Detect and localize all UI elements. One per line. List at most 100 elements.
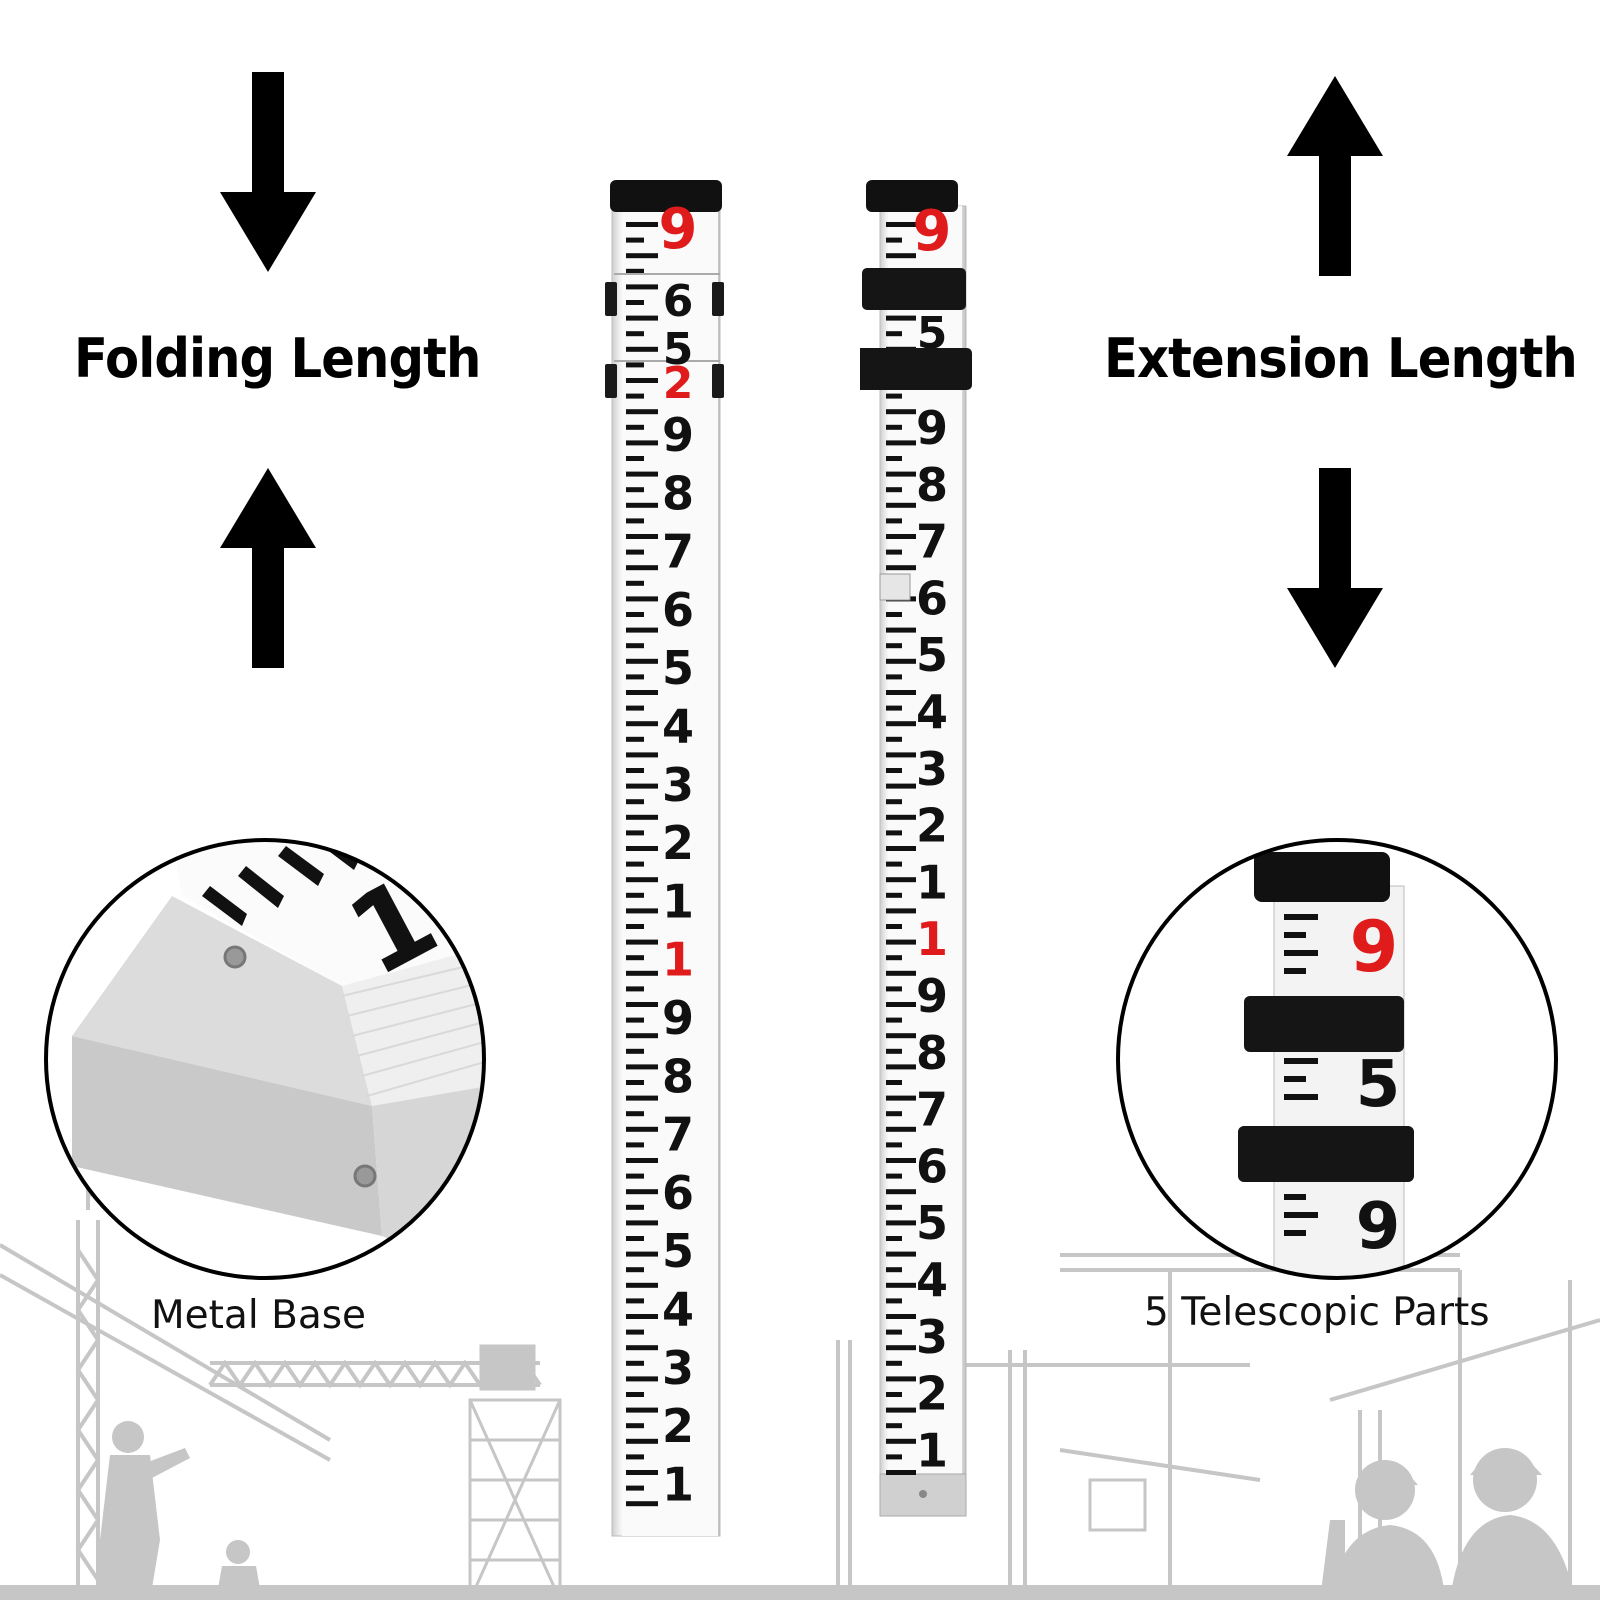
rod-tick	[626, 580, 644, 586]
rod-tick	[886, 1095, 916, 1101]
rod-tick	[626, 596, 658, 602]
rod-tick	[626, 565, 658, 571]
rod-digit: 6	[662, 583, 694, 637]
rod-tick	[626, 1064, 658, 1070]
rod-tick	[886, 424, 902, 430]
rod-tick	[886, 783, 916, 789]
rod-tick	[886, 705, 902, 711]
rod-tick	[626, 846, 658, 851]
rod-tick	[886, 1017, 902, 1023]
rod-tick	[626, 1345, 658, 1351]
rod-tick	[626, 1017, 644, 1023]
rod-tick	[886, 612, 902, 617]
rod-tick	[886, 222, 916, 227]
rod-tick	[626, 721, 658, 727]
rod-graduation-ticks	[626, 222, 658, 1507]
rod-tick	[886, 846, 916, 851]
rod-tick	[626, 892, 644, 898]
rod-tick	[626, 1048, 644, 1054]
rod-tick	[886, 1158, 916, 1163]
metal-cap-front	[72, 1036, 382, 1236]
rod-tick	[886, 1173, 902, 1179]
arrow-down-icon	[1287, 468, 1383, 668]
rod-tick	[886, 237, 902, 243]
rod-tick	[626, 1204, 644, 1210]
rod-tick	[886, 1329, 902, 1335]
rod-tick	[626, 1251, 658, 1257]
rod-tick	[886, 1376, 916, 1382]
rod-label-upper-3: 2	[663, 358, 694, 409]
telescopic-clamp	[1244, 996, 1404, 1052]
rod-digit: 4	[662, 1283, 694, 1337]
rod-label-upper-2: 5	[663, 324, 694, 375]
rod-tick	[626, 939, 658, 945]
rod-tick	[886, 658, 916, 664]
rod-digit: 1	[662, 933, 694, 987]
rod-tick	[886, 1360, 902, 1366]
rod-tick	[626, 1470, 658, 1475]
rod-tick	[886, 393, 902, 399]
rod-tick	[886, 487, 902, 493]
rod-digit: 7	[662, 525, 694, 579]
rod-digit: 6	[916, 1139, 948, 1193]
rod-tick	[886, 986, 902, 992]
rod-top-cap	[610, 180, 722, 212]
rod-tick	[626, 643, 644, 649]
rod-tick	[886, 456, 902, 461]
telescopic-parts-caption: 5 Telescopic Parts	[1144, 1290, 1490, 1335]
rod-tick	[886, 1204, 902, 1210]
rod-tick	[626, 1033, 658, 1039]
rod-tick	[886, 892, 902, 898]
rod-digit: 2	[916, 799, 948, 853]
rod-digit: 1	[916, 855, 948, 909]
rod-digit: 5	[916, 628, 948, 682]
telescopic-top-cap	[1254, 852, 1390, 902]
rod-tick	[886, 1314, 916, 1319]
rod-tick	[626, 1173, 644, 1179]
rod-digit: 1	[662, 874, 694, 928]
rod-tick	[626, 440, 658, 446]
rod-tick	[886, 1080, 902, 1085]
rod-tick	[886, 877, 916, 883]
rod-tick	[886, 1048, 902, 1054]
rod-tick	[626, 471, 658, 477]
rod-tick	[626, 861, 644, 867]
rod-tick	[626, 549, 644, 555]
rod-tick	[626, 877, 658, 883]
rod-tick	[886, 440, 916, 446]
rod-tick	[626, 237, 644, 243]
rod-digit: 9	[662, 408, 694, 462]
rod-tick	[626, 424, 644, 430]
crane-load	[1088, 1478, 1147, 1532]
rod-tick	[626, 1438, 658, 1444]
telescopic-detail-circle: 9 5 9	[1116, 838, 1558, 1280]
rod-clamp	[860, 348, 972, 390]
rod-tick	[626, 1376, 658, 1382]
rod-tick	[626, 502, 658, 508]
rod-tick	[886, 1267, 902, 1273]
rod-tick	[626, 1360, 644, 1366]
extension-length-heading: Extension Length	[1104, 327, 1578, 390]
rod-tick	[886, 799, 902, 805]
rod-tick	[626, 518, 644, 524]
rod-tick	[886, 518, 902, 524]
rod-tick	[626, 1095, 658, 1101]
rod-digit: 9	[916, 969, 948, 1023]
rod-tick	[886, 1407, 916, 1413]
telescopic-digit-0: 9	[1350, 906, 1399, 988]
rivet-icon	[353, 1164, 377, 1188]
rod-tick	[886, 1423, 902, 1429]
rod-digit: 7	[916, 1083, 948, 1137]
rod-tick	[626, 1392, 644, 1397]
rod-digit: 8	[916, 1026, 948, 1080]
rod-tick	[626, 1298, 644, 1304]
rod-tick	[886, 690, 916, 695]
rod-digit: 8	[662, 466, 694, 520]
rod-tick	[886, 830, 902, 836]
rod-tick	[626, 752, 658, 758]
rod-tick	[626, 986, 644, 992]
rod-tick	[626, 409, 658, 415]
